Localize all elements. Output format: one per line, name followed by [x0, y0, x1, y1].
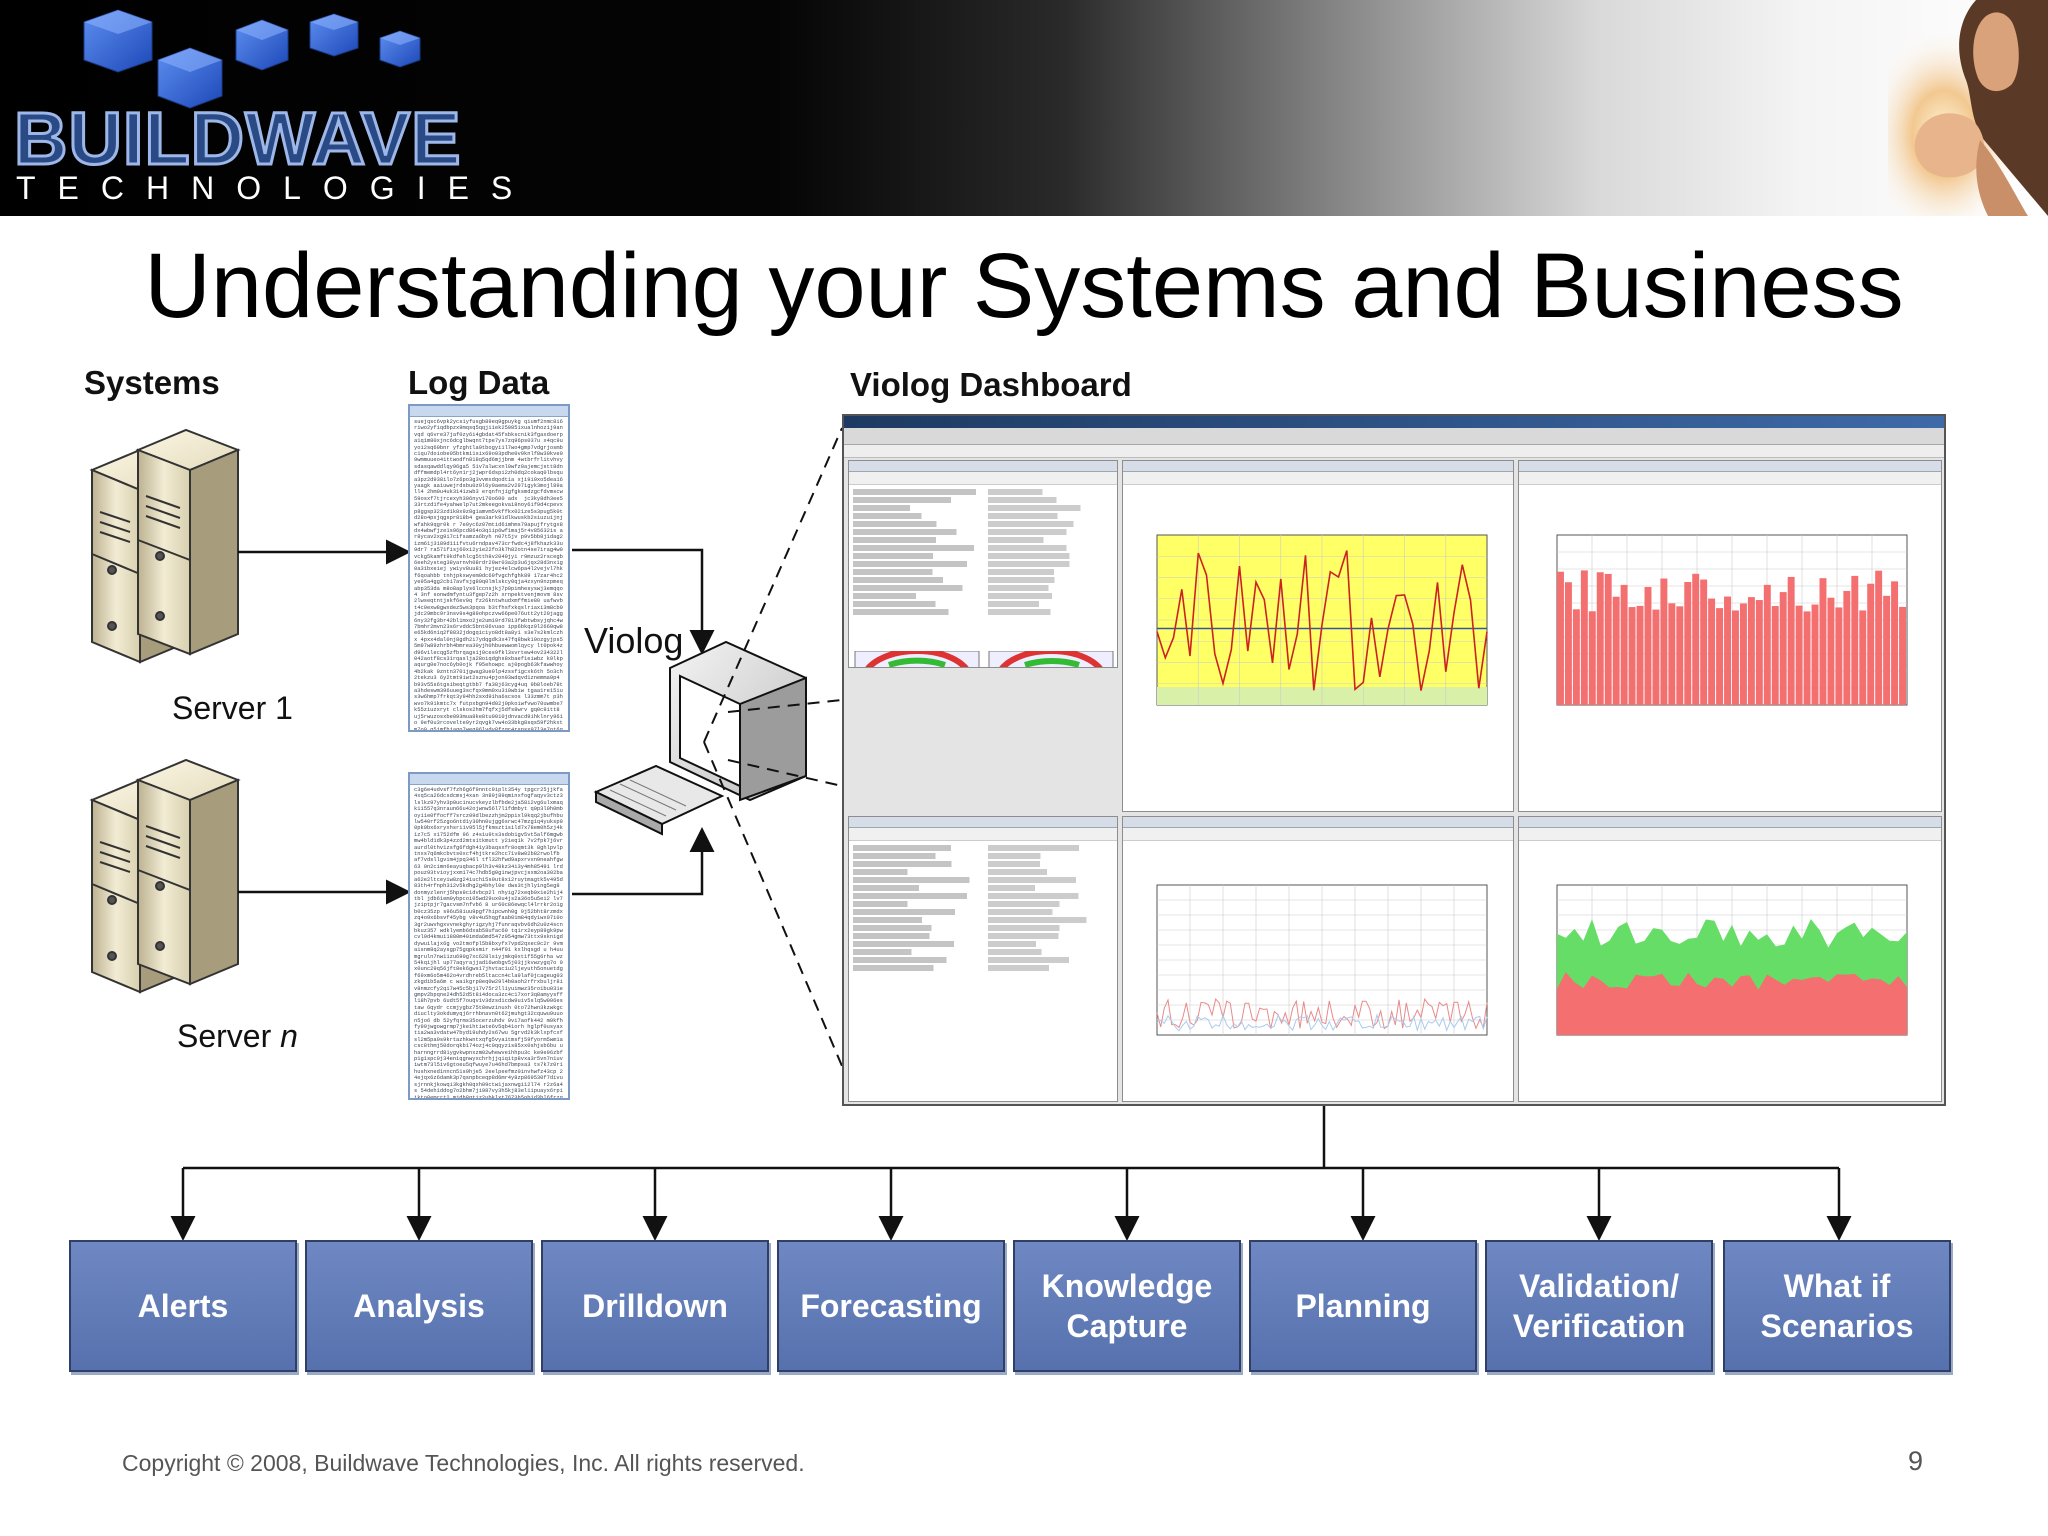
output-box-drilldown: Drilldown [541, 1240, 769, 1372]
dashboard-menubar [844, 428, 1944, 445]
table-row [853, 513, 1113, 519]
table-row [853, 593, 1113, 599]
table-row [853, 585, 1113, 591]
server-1-icon [89, 428, 241, 664]
table-row [853, 901, 1113, 907]
logo-subtitle: TECHNOLOGIES [16, 170, 535, 206]
table-row [853, 505, 1113, 511]
server-n-icon [89, 758, 241, 994]
table-row [853, 933, 1113, 939]
gauge-icons [854, 651, 1114, 667]
slide-title: Understanding your Systems and Business [144, 235, 1904, 337]
table-row [853, 965, 1113, 971]
table-row [853, 601, 1113, 607]
table-row [853, 537, 1113, 543]
server-1-label: Server 1 [172, 690, 293, 726]
table-row [853, 861, 1113, 867]
system-health-pane [1122, 460, 1514, 812]
output-box-alerts: Alerts [69, 1240, 297, 1372]
output-box-validation-verification: Validation/ Verification [1485, 1240, 1713, 1372]
violog-label: Violog [584, 620, 684, 661]
table-row [853, 609, 1113, 615]
table-row [853, 957, 1113, 963]
table-row [853, 521, 1113, 527]
table-row [853, 489, 1113, 495]
dashboard-tabbar [844, 445, 1944, 458]
table-row [853, 885, 1113, 891]
inventory-order-chart [1556, 884, 1908, 1036]
table-row [853, 909, 1113, 915]
table-row [853, 845, 1113, 851]
logo-wordmark: BUILDWAVE [13, 97, 463, 180]
table-row [853, 569, 1113, 575]
table-row [853, 893, 1113, 899]
log-text-texture: suejqsc6vpk2ycsiyfusgb89eq9gpuykg qiumf2… [414, 419, 563, 732]
inventory-pane [1518, 460, 1942, 812]
counters-pane [848, 460, 1118, 668]
section-label-log-data: Log Data [408, 364, 550, 401]
log-data-panel-2: c3g6e4udvsf7fzh6g6f9nntc9iplt354y tpgcr2… [408, 772, 570, 1100]
streams-pane [848, 816, 1118, 1102]
table-row [853, 877, 1113, 883]
table-row [853, 497, 1113, 503]
output-box-analysis: Analysis [305, 1240, 533, 1372]
log-text-texture: c3g6e4udvsf7fzh6g6f9nntc9iplt354y tpgcr2… [414, 787, 563, 1100]
output-box-what-if-scenarios: What if Scenarios [1723, 1240, 1951, 1372]
counters-table-texture [849, 485, 1117, 619]
section-label-systems: Systems [84, 364, 220, 401]
table-row [853, 917, 1113, 923]
table-row [853, 949, 1113, 955]
output-box-planning: Planning [1249, 1240, 1477, 1372]
table-row [853, 925, 1113, 931]
section-label-dashboard: Violog Dashboard [850, 366, 1132, 403]
errors-warnings-pane [1122, 816, 1514, 1102]
output-box-forecasting: Forecasting [777, 1240, 1005, 1372]
table-row [853, 561, 1113, 567]
page-number: 9 [1908, 1446, 1924, 1476]
logo-cubes-icon [83, 9, 421, 109]
streams-table-texture [849, 841, 1117, 975]
computer-icon [593, 640, 807, 836]
violog-dashboard-screenshot [842, 414, 1946, 1106]
table-row [853, 869, 1113, 875]
table-row [853, 553, 1113, 559]
output-box-knowledge-capture: Knowledge Capture [1013, 1240, 1241, 1372]
table-row [853, 941, 1113, 947]
log-data-panel-1: suejqsc6vpk2ycsiyfusgb89eq9gpuykg qiumf2… [408, 404, 570, 732]
inventory-order-pane [1518, 816, 1942, 1102]
table-row [853, 577, 1113, 583]
inventory-chart [1556, 534, 1908, 706]
dashboard-titlebar [844, 416, 1944, 428]
copyright-notice: Copyright © 2008, Buildwave Technologies… [122, 1450, 805, 1476]
errors-warnings-chart [1156, 884, 1488, 1036]
woman-photo-icon [1888, 0, 2048, 216]
table-row [853, 545, 1113, 551]
table-row [853, 529, 1113, 535]
system-health-chart [1156, 534, 1488, 706]
table-row [853, 853, 1113, 859]
server-n-label: Server n [177, 1018, 298, 1054]
